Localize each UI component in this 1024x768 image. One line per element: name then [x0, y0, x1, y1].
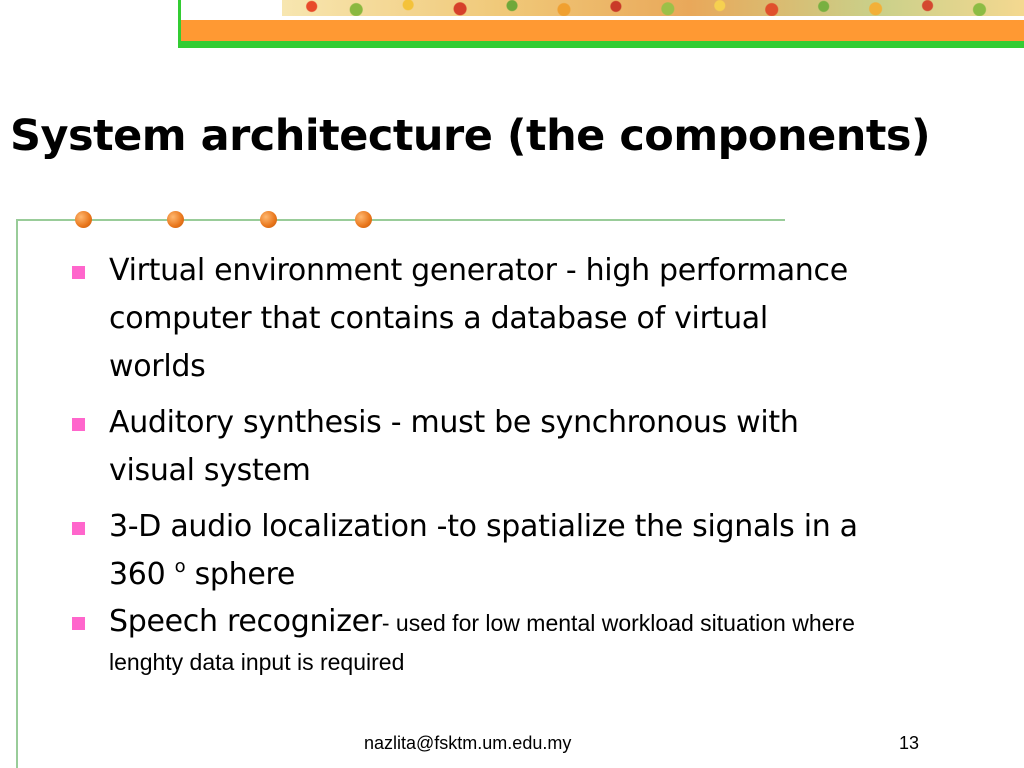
banner-edge	[178, 0, 181, 48]
footer-email: nazlita@fsktm.um.edu.my	[364, 733, 572, 753]
floral-decoration-image	[282, 0, 1024, 16]
bullet-text: 3-D audio localization -to spatialize th…	[109, 509, 858, 592]
orange-dot-icon	[260, 211, 277, 228]
square-bullet-icon	[72, 266, 85, 279]
bullet-text-end: sphere	[185, 557, 296, 592]
bullet-lead-text: Speech recognizer	[109, 604, 382, 639]
bullet-list: Virtual environment generator - high per…	[72, 247, 872, 681]
page-number: 13	[899, 733, 920, 753]
green-banner-bar	[180, 41, 1024, 48]
slide-title: System architecture (the components)	[10, 111, 931, 161]
orange-dot-icon	[167, 211, 184, 228]
square-bullet-icon	[72, 522, 85, 535]
bullet-text: Virtual environment generator - high per…	[109, 253, 848, 384]
square-bullet-icon	[72, 418, 85, 431]
horizontal-divider	[16, 219, 785, 221]
orange-dot-icon	[75, 211, 92, 228]
bullet-item: Virtual environment generator - high per…	[72, 247, 872, 391]
bullet-item: 3-D audio localization -to spatialize th…	[72, 503, 872, 599]
bullet-item: Auditory synthesis - must be synchronous…	[72, 399, 872, 495]
vertical-divider	[16, 219, 18, 768]
square-bullet-icon	[72, 617, 85, 630]
bullet-detail-text: - used for low mental workload situation…	[109, 610, 855, 675]
bullet-text: Auditory synthesis - must be synchronous…	[109, 405, 799, 488]
orange-dot-icon	[355, 211, 372, 228]
degree-superscript: o	[174, 556, 186, 577]
orange-banner-bar	[180, 20, 1024, 41]
bullet-item: Speech recognizer- used for low mental w…	[72, 603, 872, 681]
banner-gap	[180, 16, 1024, 20]
